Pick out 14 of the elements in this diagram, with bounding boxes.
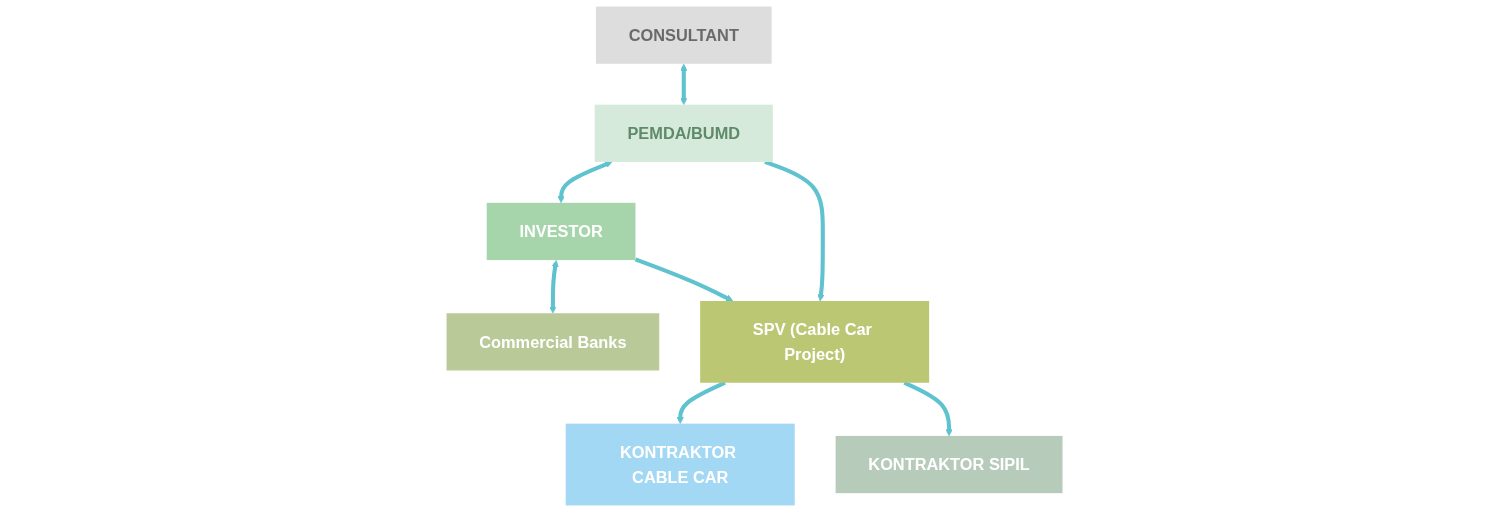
arrow <box>557 161 613 204</box>
node-box: PEMDA/BUMD <box>594 104 773 162</box>
arrow <box>764 160 825 302</box>
arrow <box>680 63 688 105</box>
node-box: KONTRAKTOR SIPIL <box>835 435 1063 494</box>
arrow <box>549 260 559 314</box>
node-box: CONSULTANT <box>595 6 772 64</box>
node-box: SPV (Cable Car Project) <box>700 300 930 383</box>
node-box: KONTRAKTOR CABLE CAR <box>565 423 795 506</box>
node-box: Commercial Banks <box>446 313 660 371</box>
arrow <box>676 380 726 424</box>
arrow <box>903 380 953 437</box>
arrow <box>634 257 734 302</box>
node-box: INVESTOR <box>486 202 636 261</box>
